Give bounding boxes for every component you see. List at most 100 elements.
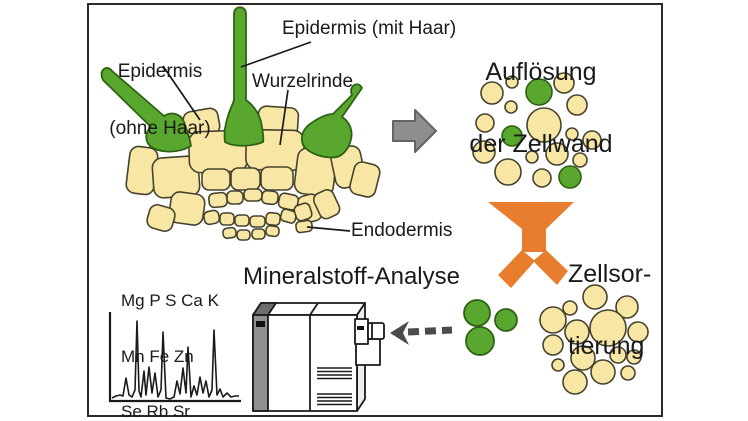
label-line: Epidermis xyxy=(117,61,203,82)
root-hair-center xyxy=(223,6,265,147)
cortex-cell xyxy=(230,167,261,191)
tan-cell xyxy=(565,127,579,141)
green-cell xyxy=(525,78,553,106)
icp-ms-instrument xyxy=(252,302,385,412)
tan-cell xyxy=(626,349,642,365)
tan-cell xyxy=(562,369,588,395)
tan-cell xyxy=(615,295,639,319)
tan-cell xyxy=(562,300,578,316)
label-line: (ohne Haar) xyxy=(109,118,211,139)
tan-cell xyxy=(620,365,636,381)
endodermis-cell xyxy=(226,190,244,205)
tan-cell xyxy=(505,75,519,89)
tan-cell xyxy=(564,319,590,345)
cortex-cell xyxy=(349,161,381,198)
root-hair-left xyxy=(100,67,192,153)
leader-lines xyxy=(162,41,351,232)
instrument-nozzle-flange xyxy=(354,318,369,345)
funnel-arm-left xyxy=(498,250,535,288)
sorted-tan-cluster xyxy=(539,284,649,395)
tan-cell xyxy=(590,359,616,385)
dissolved-cells-cluster xyxy=(472,72,602,189)
green-cell xyxy=(465,326,495,356)
tan-cell xyxy=(609,346,627,364)
instrument-left-panel xyxy=(252,314,269,412)
endodermis-cell xyxy=(208,191,228,209)
tan-cell xyxy=(627,321,649,343)
instrument-indicator-left xyxy=(256,321,265,327)
label-line: tierung xyxy=(568,332,645,360)
cortex-cell xyxy=(201,168,231,191)
tan-cell xyxy=(472,140,496,164)
funnel-bowl xyxy=(488,202,574,252)
instrument-left-panel-top xyxy=(252,302,277,316)
tan-cell xyxy=(553,72,575,94)
title-line: Auflösung xyxy=(485,58,597,86)
tan-cell xyxy=(582,130,602,150)
instrument-indicator-right xyxy=(357,326,364,330)
tan-cell xyxy=(551,358,565,372)
tan-cell xyxy=(570,345,596,371)
green-cell xyxy=(463,299,491,327)
tan-cell xyxy=(526,107,562,143)
element-list-line: Se Rb Sr xyxy=(121,402,190,421)
endodermis-cell xyxy=(249,215,266,228)
endodermis-cell xyxy=(295,219,314,234)
instrument-divider-top xyxy=(309,302,319,316)
tan-cell xyxy=(525,150,539,164)
tan-cell xyxy=(504,100,518,114)
tan-cell xyxy=(589,309,627,347)
dashed-arrow-shaft xyxy=(407,326,453,336)
endodermis-cell xyxy=(234,214,250,227)
title-line: der Zellwand xyxy=(469,130,613,158)
spectrum-trace xyxy=(111,320,239,400)
element-list-line: Mn Fe Zn xyxy=(121,346,194,366)
cortex-cell xyxy=(146,203,176,233)
endodermis-cell xyxy=(236,229,251,241)
endodermis-cell xyxy=(279,208,298,224)
cortex-cell xyxy=(168,191,206,226)
label-epidermis-ohne-haar: Epidermis (ohne Haar) xyxy=(100,24,220,176)
label-endodermis: Endodermis xyxy=(351,220,453,241)
leader-line-endodermis xyxy=(306,226,351,232)
flow-arrow-icon xyxy=(392,109,437,153)
spectrum-plot xyxy=(108,312,241,403)
tan-cell xyxy=(545,142,569,166)
dashed-arrow-head xyxy=(390,321,409,345)
root-hairs xyxy=(100,6,363,159)
dashed-arrow-icon xyxy=(390,321,453,345)
leader-line-epidermis-mit xyxy=(240,41,312,68)
cortex-cell xyxy=(312,189,341,220)
endodermis-cell xyxy=(243,188,263,202)
label-zellsortierung: Zellsor- tierung xyxy=(568,214,651,406)
tan-cell xyxy=(542,334,564,356)
root-cross-section xyxy=(125,105,381,241)
leader-line-epidermis-ohne xyxy=(162,65,201,121)
root-hair-right xyxy=(300,83,363,159)
instrument-front-face xyxy=(252,314,358,412)
funnel-arm-right xyxy=(533,250,568,285)
endodermis-cell xyxy=(265,211,281,227)
label-line: Zellsor- xyxy=(568,260,652,288)
endodermis-cell xyxy=(251,228,266,240)
tan-cell xyxy=(480,81,504,105)
tan-cell xyxy=(475,113,495,133)
funnel-icon xyxy=(488,202,574,288)
green-cell xyxy=(494,308,518,332)
endodermis-cell xyxy=(293,202,313,222)
endodermis-cell xyxy=(265,224,280,238)
instrument-nozzle-cylinder xyxy=(367,322,385,340)
label-epidermis-mit-haar: Epidermis (mit Haar) xyxy=(282,18,457,39)
green-cell xyxy=(558,165,582,189)
tan-cell xyxy=(532,168,552,188)
green-cell xyxy=(501,125,523,147)
leader-line-wurzelrinde xyxy=(279,89,289,146)
element-list-line: Mg P S Ca K xyxy=(121,291,219,310)
tan-cell xyxy=(566,94,588,116)
endodermis-cell xyxy=(203,209,221,226)
tan-cell xyxy=(494,158,522,186)
cortex-cell xyxy=(260,166,294,191)
tan-cell xyxy=(539,306,567,334)
